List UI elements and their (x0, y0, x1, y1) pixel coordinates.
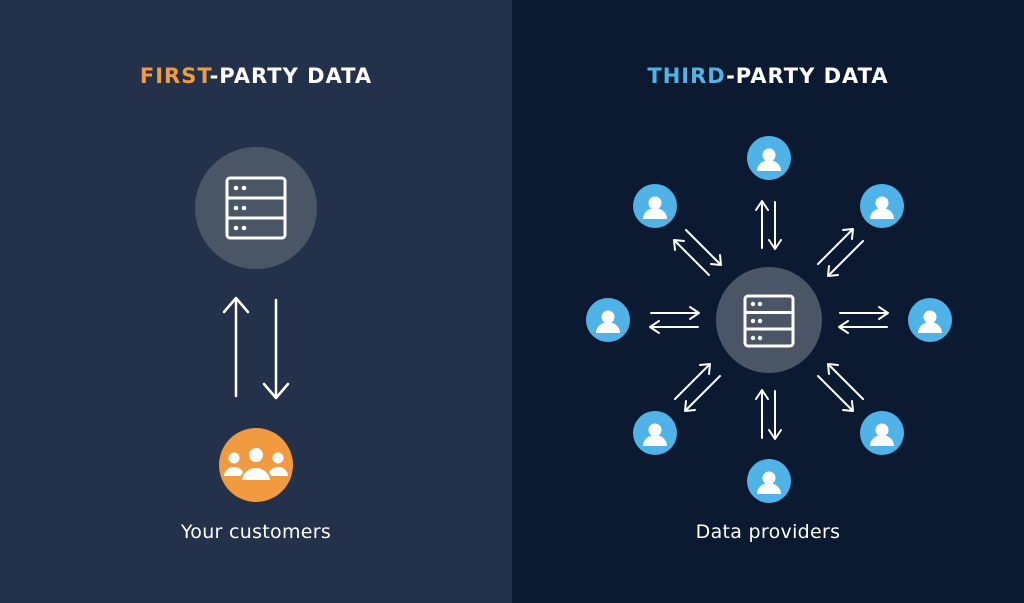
first-party-caption: Your customers (180, 521, 332, 543)
provider-node-right (908, 298, 952, 342)
arrows-top-icon (755, 200, 782, 250)
provider-node-left (586, 298, 630, 342)
first-party-panel: FIRST-PARTY DATA (0, 0, 512, 603)
third-party-title-rest: -PARTY DATA (726, 64, 889, 88)
third-party-caption: Data providers (695, 521, 841, 543)
provider-node-bottom-right (860, 411, 904, 455)
arrows-bottom-left-icon (674, 363, 721, 412)
arrows-top-right-icon (817, 228, 864, 277)
first-party-graphic (195, 147, 317, 502)
arrows-right-icon (838, 306, 889, 334)
group-users-icon (219, 428, 293, 502)
first-party-title: FIRST-PARTY DATA (0, 64, 512, 88)
third-party-graphic (586, 136, 952, 503)
third-party-title: THIRD-PARTY DATA (512, 64, 1024, 88)
provider-node-top (747, 136, 791, 180)
provider-node-bottom-left (633, 411, 677, 455)
first-party-title-highlight: FIRST (139, 64, 210, 88)
server-icon (195, 147, 317, 269)
first-party-title-rest: -PARTY DATA (209, 64, 373, 88)
third-party-panel: THIRD-PARTY DATA (512, 0, 1024, 603)
server-icon (716, 267, 822, 373)
arrows-bottom-icon (755, 389, 782, 440)
arrows-top-left-icon (673, 229, 722, 276)
arrows-left-icon (649, 306, 700, 334)
provider-node-top-left (633, 184, 677, 228)
provider-node-top-right (860, 184, 904, 228)
bidirectional-arrows-icon (222, 296, 290, 400)
arrows-bottom-right-icon (817, 363, 864, 412)
provider-node-bottom (747, 459, 791, 503)
third-party-title-highlight: THIRD (647, 64, 727, 88)
